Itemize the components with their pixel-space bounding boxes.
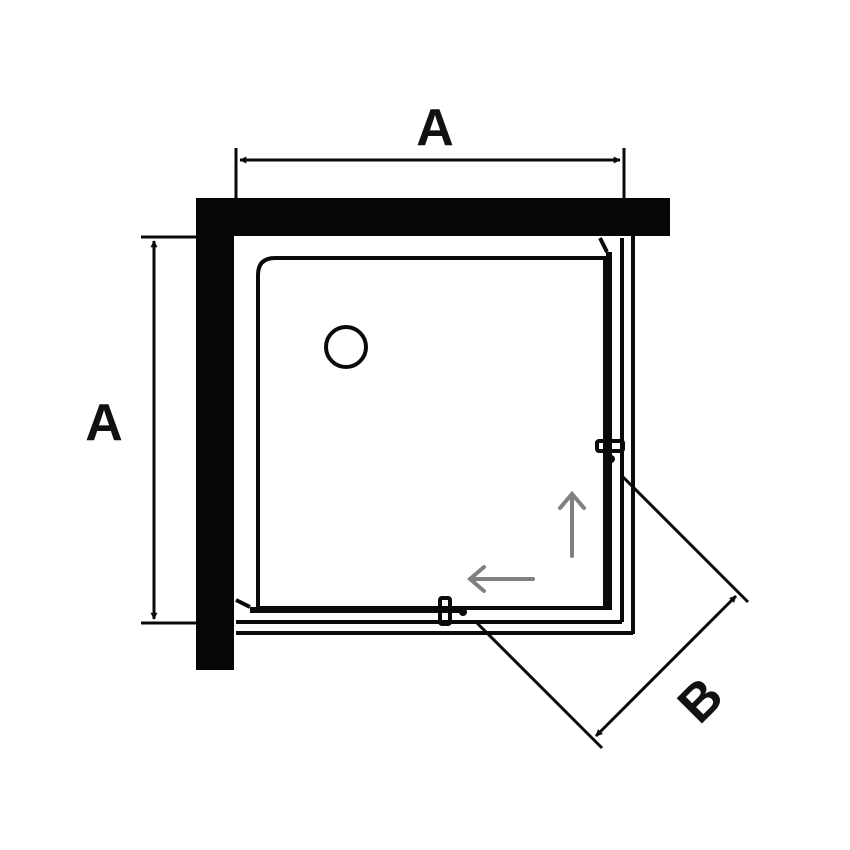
dimension-a-left	[141, 235, 196, 625]
opening-arrow-up-icon	[558, 490, 586, 558]
dimension-label-a-left: A	[85, 394, 123, 452]
dimension-label-a-top: A	[416, 99, 454, 157]
shower-tray	[256, 256, 607, 610]
wall-corner	[196, 198, 670, 670]
opening-arrow-left-icon	[466, 565, 535, 593]
door-handle-right	[595, 439, 625, 463]
dimension-a-top	[234, 148, 626, 198]
sliding-door-bottom	[235, 598, 633, 635]
dimension-b-diagonal	[474, 474, 750, 750]
sliding-door-right	[598, 236, 635, 634]
door-handle-bottom	[438, 596, 467, 626]
dimension-label-b: B	[667, 667, 735, 735]
drain-icon	[324, 325, 368, 369]
